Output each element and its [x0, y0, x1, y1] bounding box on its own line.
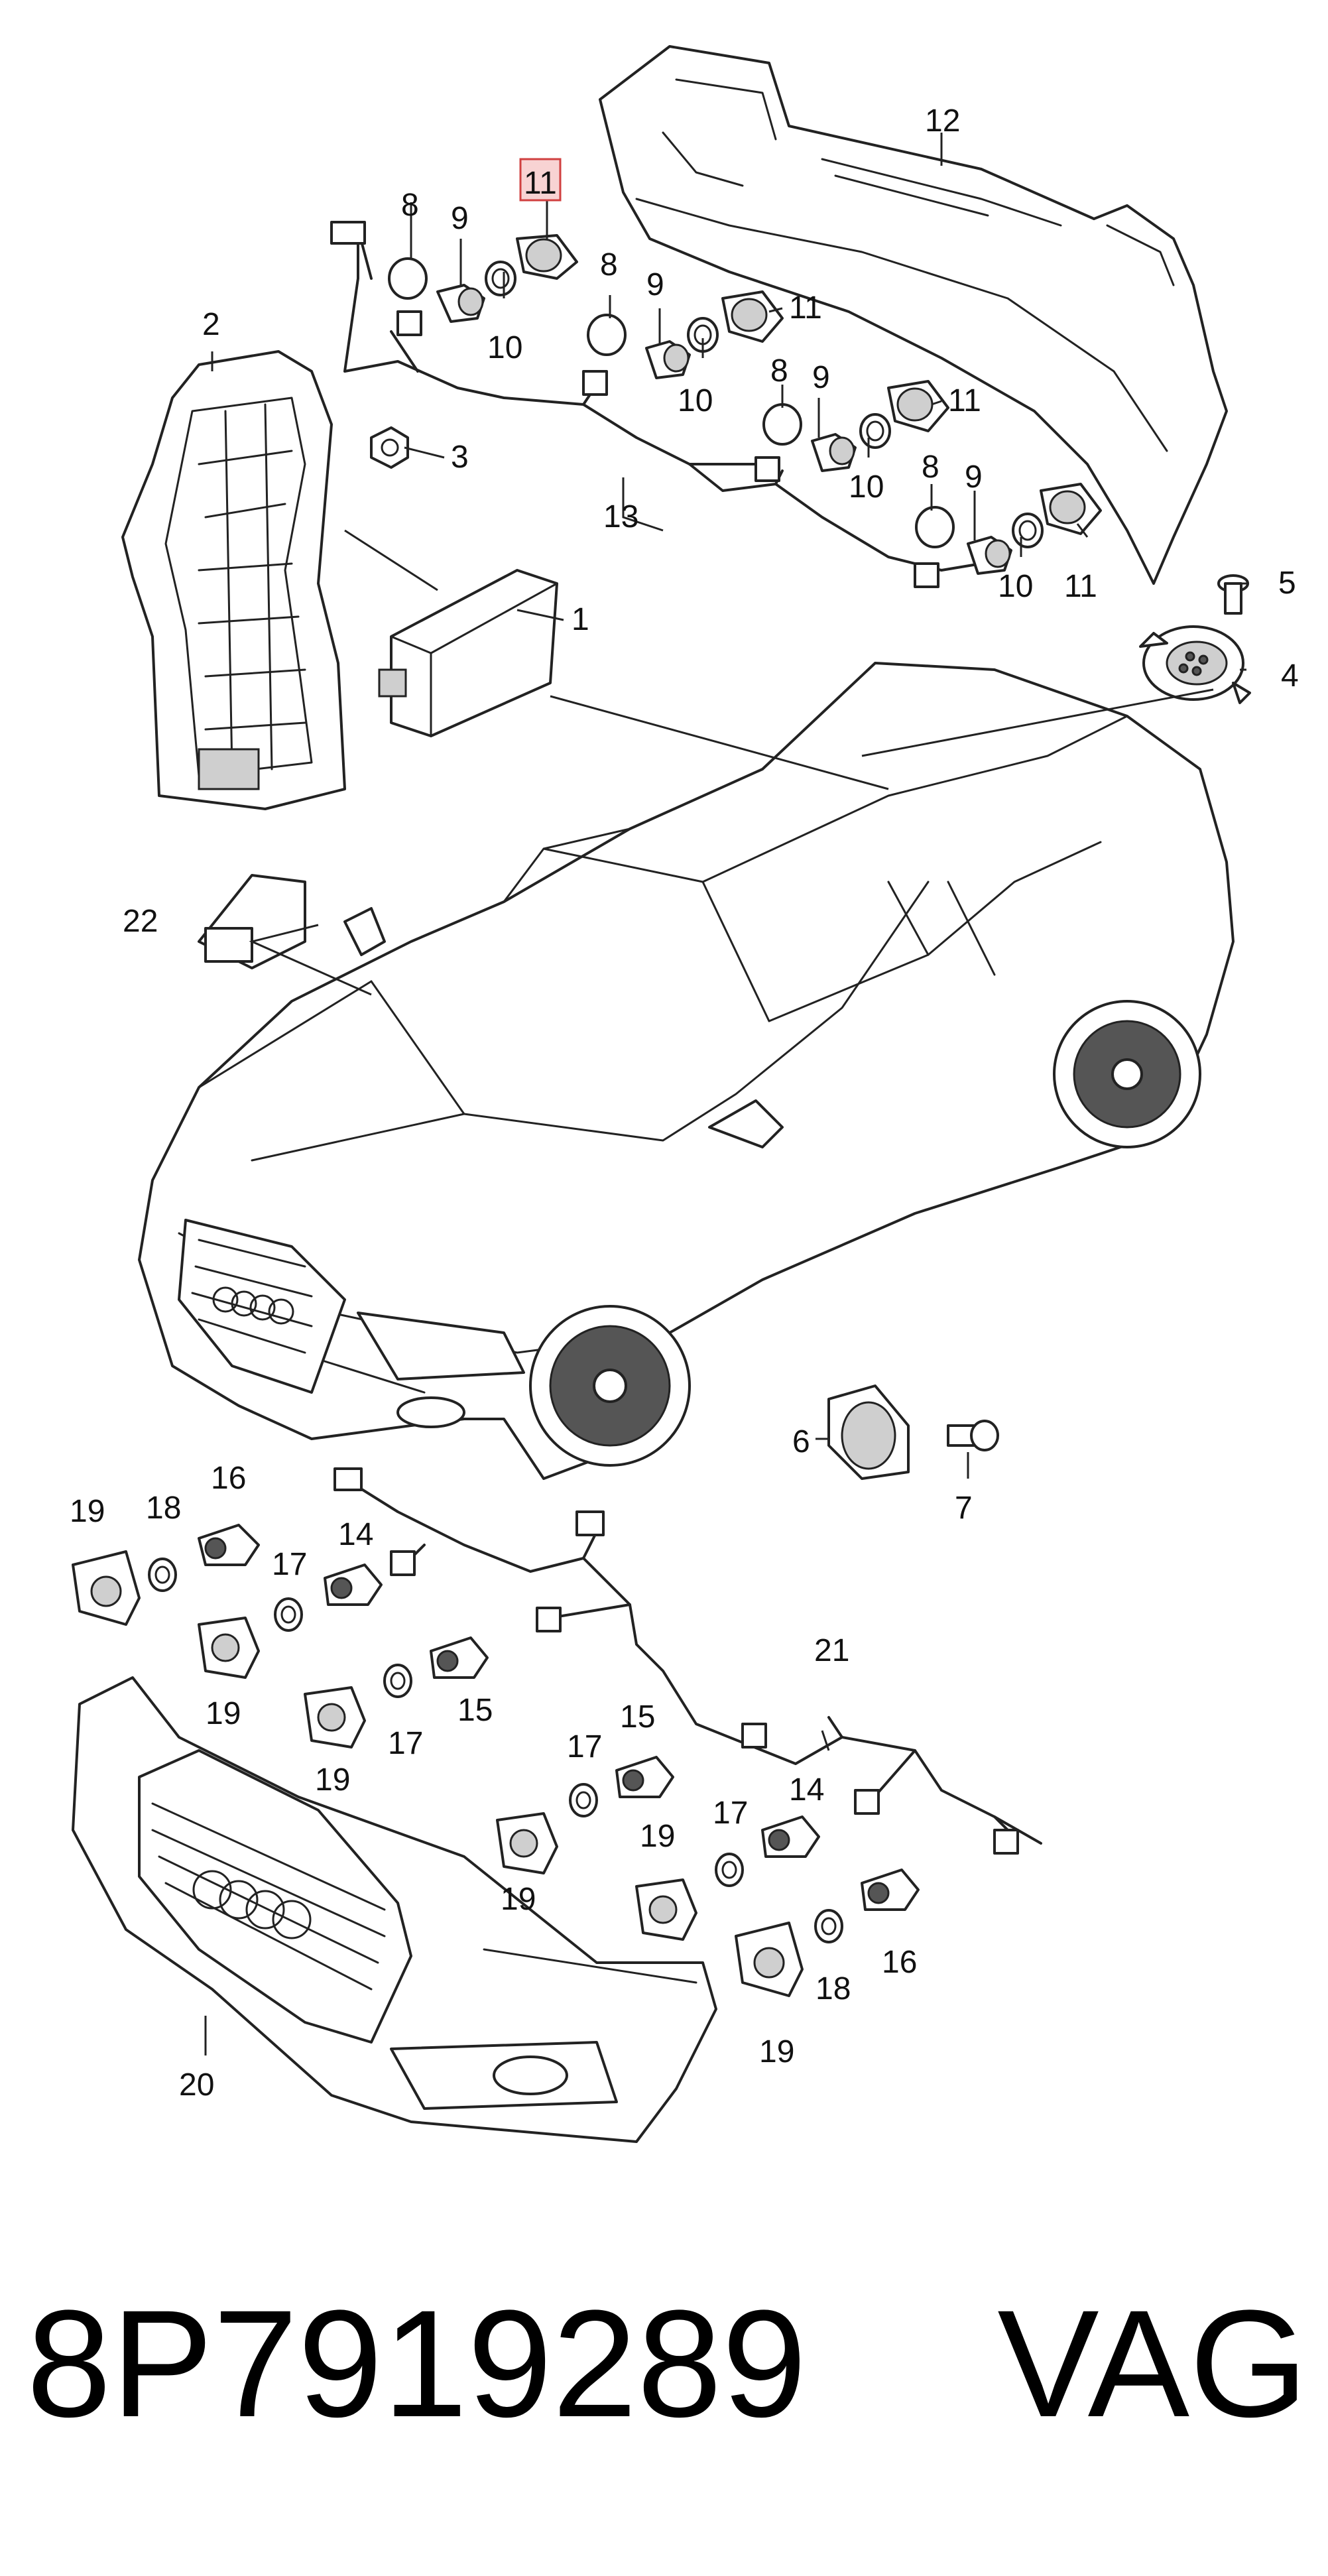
leader-lines	[204, 133, 1246, 2055]
front-sensor-parts	[72, 1524, 920, 1997]
callout-18a: 18	[146, 1491, 181, 1526]
screw	[1217, 574, 1249, 615]
front-wiring-harness	[333, 1467, 1042, 1855]
callout-9d: 9	[965, 460, 983, 495]
callouts: 1 2 3 4 5 6 7 8 9 10 11 8 9 10 11 8 9 10…	[70, 103, 1299, 2103]
callout-10d: 10	[998, 569, 1033, 604]
nut	[370, 426, 409, 469]
callout-22: 22	[123, 904, 158, 939]
callout-8a: 8	[401, 188, 419, 223]
callout-10c: 10	[849, 469, 884, 505]
callout-12: 12	[925, 103, 960, 139]
callout-19c: 19	[315, 1762, 350, 1798]
callout-13: 13	[603, 499, 638, 534]
callout-19f: 19	[759, 2034, 794, 2069]
callout-5: 5	[1278, 566, 1296, 601]
callout-11b: 11	[789, 290, 822, 326]
callout-11d: 11	[1064, 569, 1097, 604]
warning-buzzer	[1139, 625, 1251, 704]
callout-18b: 18	[815, 1971, 851, 2006]
sensor-bracket	[121, 350, 346, 810]
callout-1: 1	[572, 602, 589, 637]
callout-6: 6	[792, 1424, 810, 1459]
front-warning-buzzer	[827, 1384, 910, 1480]
callout-14a: 14	[338, 1517, 373, 1552]
callout-4: 4	[1281, 658, 1299, 694]
rear-sensor-group-2	[587, 290, 784, 379]
callout-10a: 10	[487, 330, 522, 365]
rear-sensor-group-3	[762, 380, 949, 472]
callout-9b: 9	[646, 267, 664, 302]
callout-15a: 15	[457, 1693, 493, 1728]
callout-9a: 9	[451, 201, 469, 236]
part-number: 8P7919289	[27, 2278, 807, 2449]
callout-17b: 17	[388, 1726, 423, 1761]
callout-17c: 17	[567, 1729, 602, 1764]
callout-8c: 8	[770, 353, 788, 389]
rear-sensor-group-4	[915, 483, 1102, 575]
rear-wiring-harness	[330, 221, 983, 588]
callout-19d: 19	[501, 1882, 536, 1917]
callout-8d: 8	[922, 450, 939, 485]
callout-9c: 9	[812, 360, 830, 395]
callout-19b: 19	[206, 1696, 241, 1731]
callout-16b: 16	[882, 1945, 917, 1980]
callout-17d: 17	[713, 1796, 748, 1831]
rear-bumper-cover	[599, 45, 1228, 585]
callout-3: 3	[451, 440, 469, 475]
callout-11c: 11	[948, 383, 981, 418]
control-unit	[378, 569, 558, 737]
callout-10b: 10	[678, 383, 713, 418]
callout-16a: 16	[211, 1461, 246, 1496]
car-body	[138, 662, 1235, 1480]
park-assist-switch	[198, 874, 306, 969]
callout-8b: 8	[600, 247, 618, 282]
callout-20: 20	[179, 2067, 214, 2103]
callout-17a: 17	[272, 1547, 307, 1582]
callout-2: 2	[202, 307, 220, 342]
callout-7: 7	[955, 1491, 973, 1526]
highlight-box	[519, 158, 562, 202]
callout-14b: 14	[789, 1772, 824, 1808]
callout-19e: 19	[640, 1819, 675, 1854]
callout-11a: 11	[524, 166, 557, 201]
callout-21: 21	[814, 1633, 849, 1668]
brand-label: VAG	[997, 2278, 1308, 2449]
callout-15b: 15	[620, 1699, 655, 1735]
front-screw	[947, 1420, 999, 1451]
callout-19a: 19	[70, 1494, 105, 1529]
rear-sensor-group-1	[388, 234, 578, 323]
front-bumper	[72, 1676, 717, 2143]
